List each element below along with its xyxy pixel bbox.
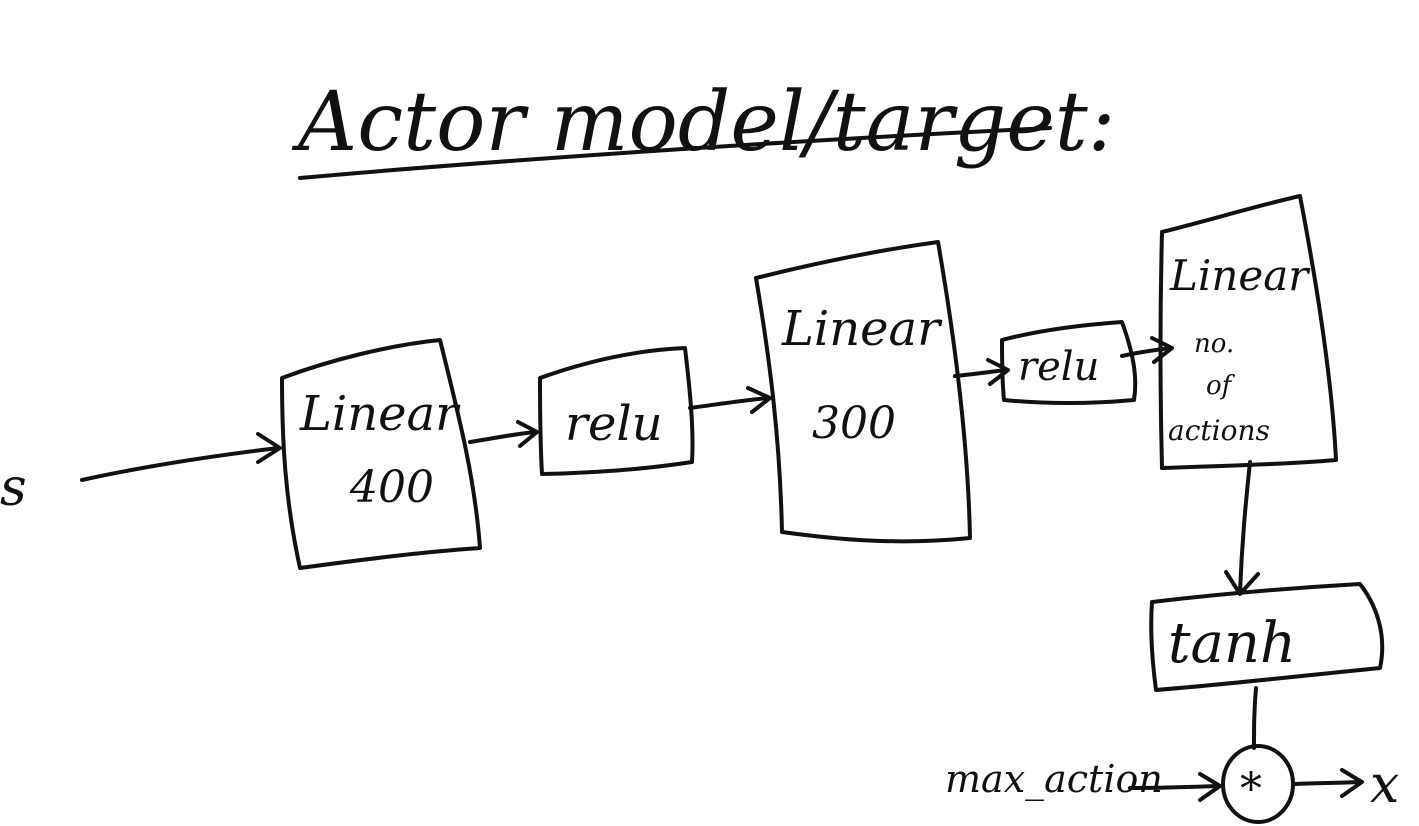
line-tanh-multiply <box>1252 686 1258 750</box>
input-label: s <box>0 458 27 518</box>
arrow-linear2-relu2 <box>953 368 1007 378</box>
arrow-linear1-relu1 <box>468 430 537 444</box>
output-label: x <box>1370 755 1399 815</box>
max-action-label: max_action <box>945 757 1163 802</box>
linear3-label: Linear <box>1169 251 1311 300</box>
tanh-label: tanh <box>1168 611 1296 676</box>
linear1-box <box>280 338 482 570</box>
linear1-size: 400 <box>349 462 434 513</box>
linear2-label: Linear <box>781 301 943 357</box>
arrowhead-multiply-output <box>1340 768 1364 798</box>
arrow-relu2-linear3 <box>1120 346 1172 358</box>
linear1-label: Linear <box>299 386 461 442</box>
diagram-title: Actor model/target: <box>291 75 1115 170</box>
relu1-label: relu <box>565 396 663 452</box>
arrowhead-linear2-relu2 <box>986 358 1010 386</box>
linear3-line2: no. <box>1194 329 1234 359</box>
tanh-box <box>1149 582 1385 692</box>
arrow-linear3-tanh <box>1238 460 1252 594</box>
arrowhead-linear1-relu1 <box>516 420 539 448</box>
arrowhead-max-action-multiply <box>1198 772 1222 802</box>
arrow-multiply-output <box>1292 780 1362 786</box>
relu2-box <box>1000 320 1138 405</box>
linear2-box <box>754 240 972 544</box>
relu1-box <box>538 346 695 476</box>
multiply-label: * <box>1240 764 1262 815</box>
input-arrowhead <box>256 432 282 464</box>
linear3-line3: of <box>1206 371 1236 401</box>
arrowhead-relu1-linear2 <box>746 386 772 414</box>
title-underline <box>298 126 1052 180</box>
linear3-line4: actions <box>1168 414 1270 447</box>
arrow-relu1-linear2 <box>688 396 770 410</box>
relu2-label: relu <box>1018 344 1099 390</box>
arrow-max-action-multiply <box>1128 784 1220 790</box>
linear2-size: 300 <box>812 398 896 449</box>
linear3-box <box>1158 194 1338 470</box>
input-arrow <box>80 446 280 482</box>
